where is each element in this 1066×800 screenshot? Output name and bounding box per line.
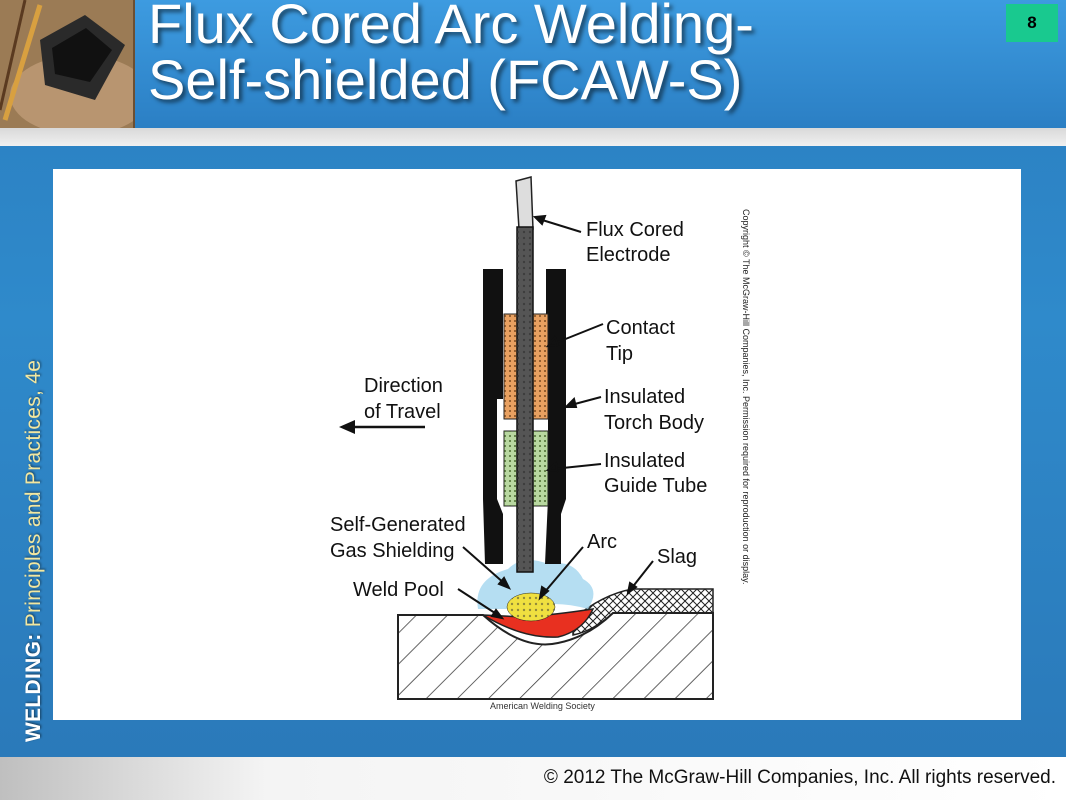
fcaw-diagram: Flux Cored Electrode Contact Tip Insulat…	[330, 176, 751, 711]
copyright-notice: Copyright © The McGraw-Hill Companies, I…	[741, 209, 751, 584]
label-body-1: Insulated	[604, 386, 685, 408]
image-credit: American Welding Society	[490, 701, 595, 711]
sidebar-book-title: WELDING: Principles and Practices, 4e	[22, 360, 46, 742]
slag	[572, 588, 714, 636]
label-tip-2: Tip	[606, 343, 633, 365]
label-tip-1: Contact	[606, 317, 675, 339]
label-electrode-2: Electrode	[586, 244, 671, 266]
sidebar-title-rest: Principles and Practices, 4e	[22, 359, 45, 634]
label-weld-pool: Weld Pool	[353, 579, 444, 601]
label-arc: Arc	[587, 531, 617, 553]
flux-cored-electrode	[515, 176, 534, 230]
label-guide-2: Guide Tube	[604, 475, 707, 497]
sidebar-title-bold: WELDING:	[22, 633, 45, 742]
label-guide-1: Insulated	[604, 450, 685, 472]
title-bar	[0, 0, 1066, 128]
footer-bar: © 2012 The McGraw-Hill Companies, Inc. A…	[0, 757, 1066, 800]
gas-shielding	[477, 560, 594, 609]
slide-title: Flux Cored Arc Welding- Self-shielded (F…	[148, 0, 754, 108]
label-direction-1: Direction	[364, 375, 443, 397]
title-bar-shadow	[0, 128, 1066, 146]
label-electrode-1: Flux Cored	[586, 219, 684, 241]
diagram-panel: Flux Cored Electrode Contact Tip Insulat…	[53, 169, 1021, 720]
label-direction-2: of Travel	[364, 401, 441, 423]
title-line-2: Self-shielded (FCAW-S)	[148, 48, 743, 111]
label-gas-2: Gas Shielding	[330, 540, 455, 562]
welding-helmet-logo	[0, 0, 135, 128]
footer-copyright: © 2012 The McGraw-Hill Companies, Inc. A…	[543, 767, 1056, 788]
insulated-torch-body	[483, 269, 503, 564]
page-number-badge: 8	[1006, 4, 1058, 42]
label-gas-1: Self-Generated	[330, 514, 466, 536]
label-slag: Slag	[657, 546, 697, 568]
label-body-2: Torch Body	[604, 412, 704, 434]
title-line-1: Flux Cored Arc Welding-	[148, 0, 754, 55]
arc-particles	[507, 593, 555, 621]
